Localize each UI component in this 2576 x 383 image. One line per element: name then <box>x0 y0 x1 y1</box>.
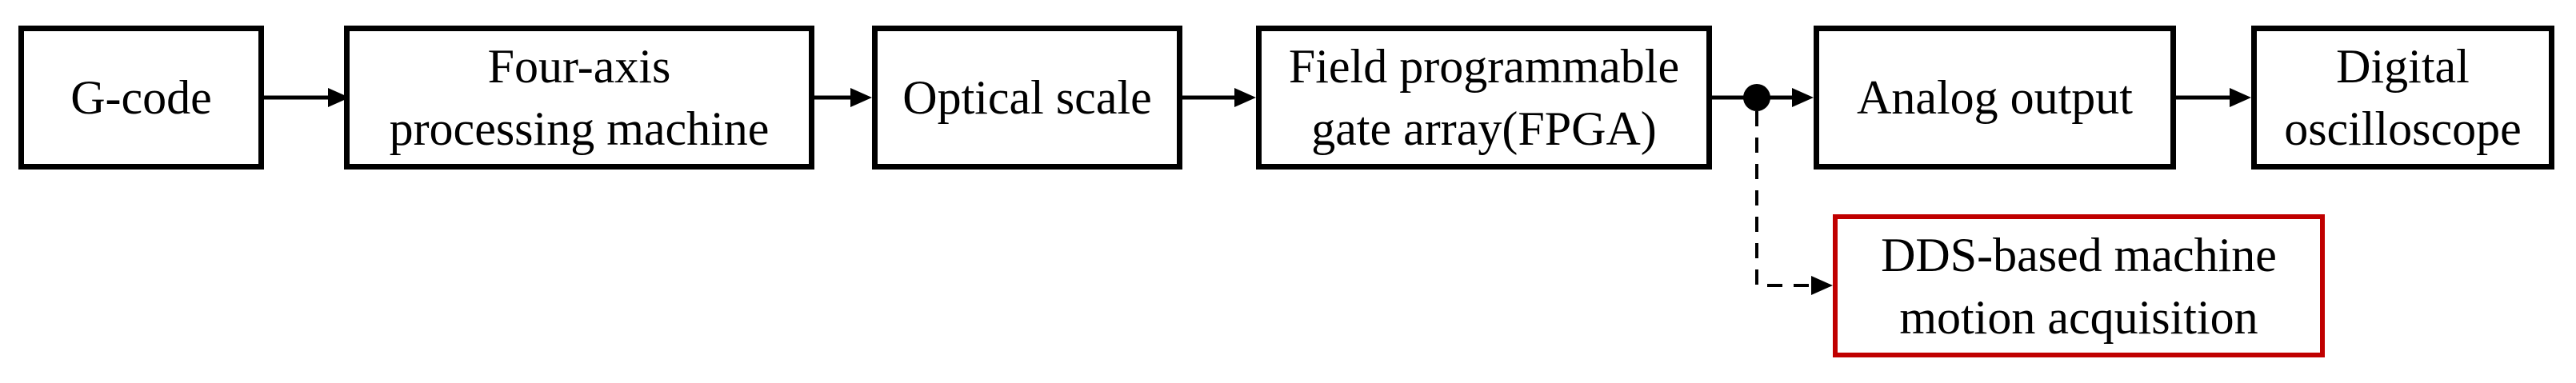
node-label: Analog output <box>1857 71 2133 124</box>
node-label: DDS-based machine motion acquisition <box>1881 228 2277 344</box>
dashed-arrow-to-dds <box>1755 111 1833 295</box>
node-g-code: G-code <box>18 26 264 170</box>
node-label: Optical scale <box>902 71 1152 124</box>
arrow-analog-to-oscilloscope <box>2176 88 2251 107</box>
arrow-gcode-to-machine <box>264 88 350 107</box>
node-label: Four-axis processing machine <box>389 40 770 155</box>
junction-dot <box>1743 84 1770 111</box>
node-fpga: Field programmable gate array(FPGA) <box>1256 26 1712 170</box>
arrow-optical-scale-to-fpga <box>1182 88 1256 107</box>
node-four-axis-machine: Four-axis processing machine <box>344 26 814 170</box>
node-digital-oscilloscope: Digital oscilloscope <box>2251 26 2554 170</box>
node-optical-scale: Optical scale <box>872 26 1182 170</box>
arrow-machine-to-optical-scale <box>814 88 872 107</box>
node-label: G-code <box>70 71 212 124</box>
node-label: Digital oscilloscope <box>2284 40 2522 155</box>
node-dds-acquisition: DDS-based machine motion acquisition <box>1833 214 2325 357</box>
node-label: Field programmable gate array(FPGA) <box>1288 40 1680 155</box>
arrow-fpga-to-analog-output <box>1712 84 1814 111</box>
node-analog-output: Analog output <box>1814 26 2176 170</box>
